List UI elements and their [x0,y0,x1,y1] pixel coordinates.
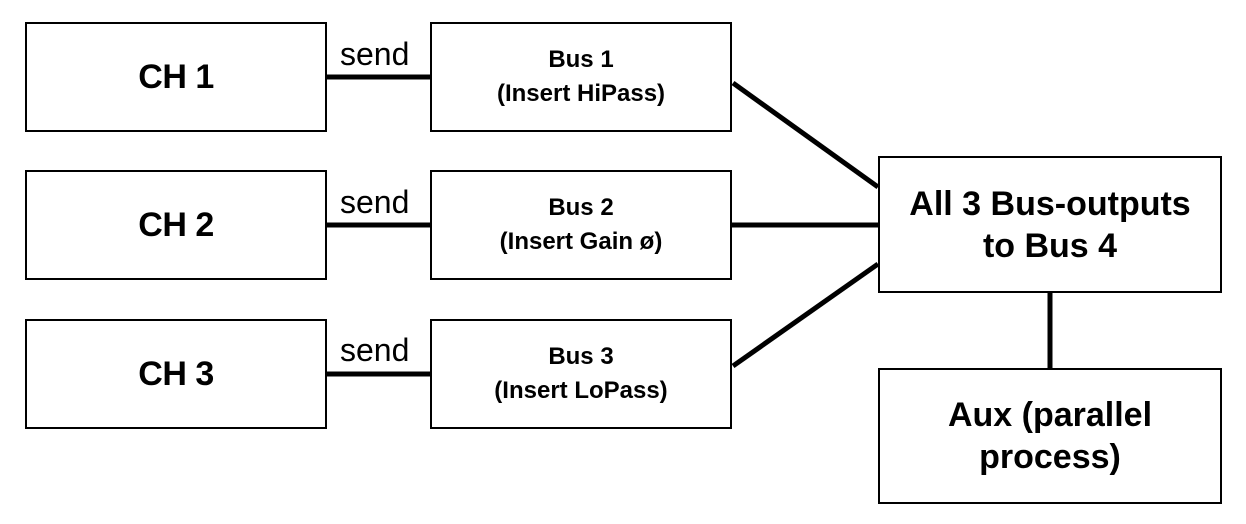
bus-box-3: Bus 3 (Insert LoPass) [430,319,732,429]
bus4-line-2: to Bus 4 [982,226,1118,265]
bus-title: Bus 3 [548,343,614,370]
channel-label: CH 2 [138,205,214,244]
bus-title: Bus 2 [548,194,614,221]
bus-title: Bus 1 [548,46,614,73]
bus-insert: (Insert LoPass) [494,377,668,404]
bus4-box: All 3 Bus-outputs to Bus 4 [878,156,1222,293]
bus-insert: (Insert HiPass) [496,80,666,107]
channel-box-2: CH 2 [25,170,327,280]
bus-box-1: Bus 1 (Insert HiPass) [430,22,732,132]
bus4-line-1: All 3 Bus-outputs [909,184,1191,223]
bus-insert: (Insert Gain ø) [499,228,663,255]
aux-line-2: process) [979,438,1121,476]
channel-label: CH 3 [138,354,214,393]
send-label-2: send [340,184,410,220]
channel-box-1: CH 1 [25,22,327,132]
aux-box: Aux (parallel process) [878,368,1222,504]
send-label-3: send [340,332,410,368]
bus1-to-bus4-wire [731,80,880,190]
send-label-1: send [340,36,410,72]
channel-label: CH 1 [138,57,214,96]
channel-box-3: CH 3 [25,319,327,429]
bus-box-2: Bus 2 (Insert Gain ø) [430,170,732,280]
bus3-to-bus4-wire [731,261,880,369]
aux-line-1: Aux (parallel [947,396,1153,434]
